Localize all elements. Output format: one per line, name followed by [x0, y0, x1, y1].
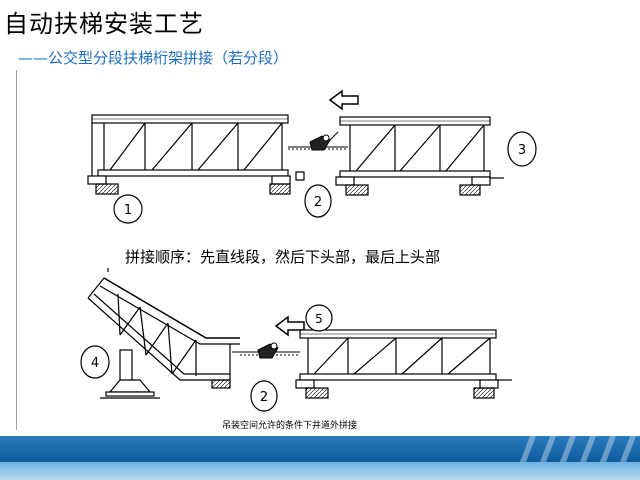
- callout-2-top: 2: [304, 184, 332, 218]
- svg-text:3: 3: [518, 143, 526, 158]
- callout-4: 4: [80, 345, 110, 379]
- svg-text:4: 4: [91, 356, 99, 371]
- svg-text:1: 1: [124, 203, 132, 218]
- truss-segment-left: [87, 114, 305, 195]
- slide-title: 自动扶梯安装工艺: [4, 10, 204, 38]
- callout-1: 1: [113, 194, 143, 224]
- move-left-arrow-bottom: [274, 315, 305, 337]
- footer-dark-stripe: [0, 436, 640, 462]
- truss-segment-right: [335, 116, 504, 196]
- truss-segment-bottom-right: [295, 329, 512, 399]
- splicing-order-caption: 拼接顺序：先直线段，然后下头部，最后上头部: [125, 248, 441, 266]
- callout-2-bottom: 2: [250, 380, 278, 412]
- callout-3: 3: [507, 131, 537, 167]
- footer-light-stripe: [0, 462, 640, 480]
- outside-shaft-caption: 吊装空间允许的条件下井道外拼接: [222, 421, 358, 431]
- left-divider-line: [16, 70, 17, 430]
- slide-subtitle: ——公交型分段扶梯桁架拼接（若分段）: [18, 49, 289, 67]
- chain-hoist-bottom: [232, 342, 300, 359]
- footer-diagonal-stripes: [520, 436, 636, 462]
- svg-text:2: 2: [260, 390, 268, 405]
- callout-5: 5: [305, 304, 333, 332]
- move-left-arrow-top: [328, 89, 359, 111]
- truss-inclined-upper-head: [87, 268, 240, 399]
- truss-splicing-diagram: 1 2 3 4 5 2: [80, 89, 537, 412]
- chain-hoist-top: [288, 131, 348, 151]
- footer-band: [0, 436, 640, 480]
- svg-text:2: 2: [314, 195, 322, 210]
- svg-text:5: 5: [315, 312, 323, 326]
